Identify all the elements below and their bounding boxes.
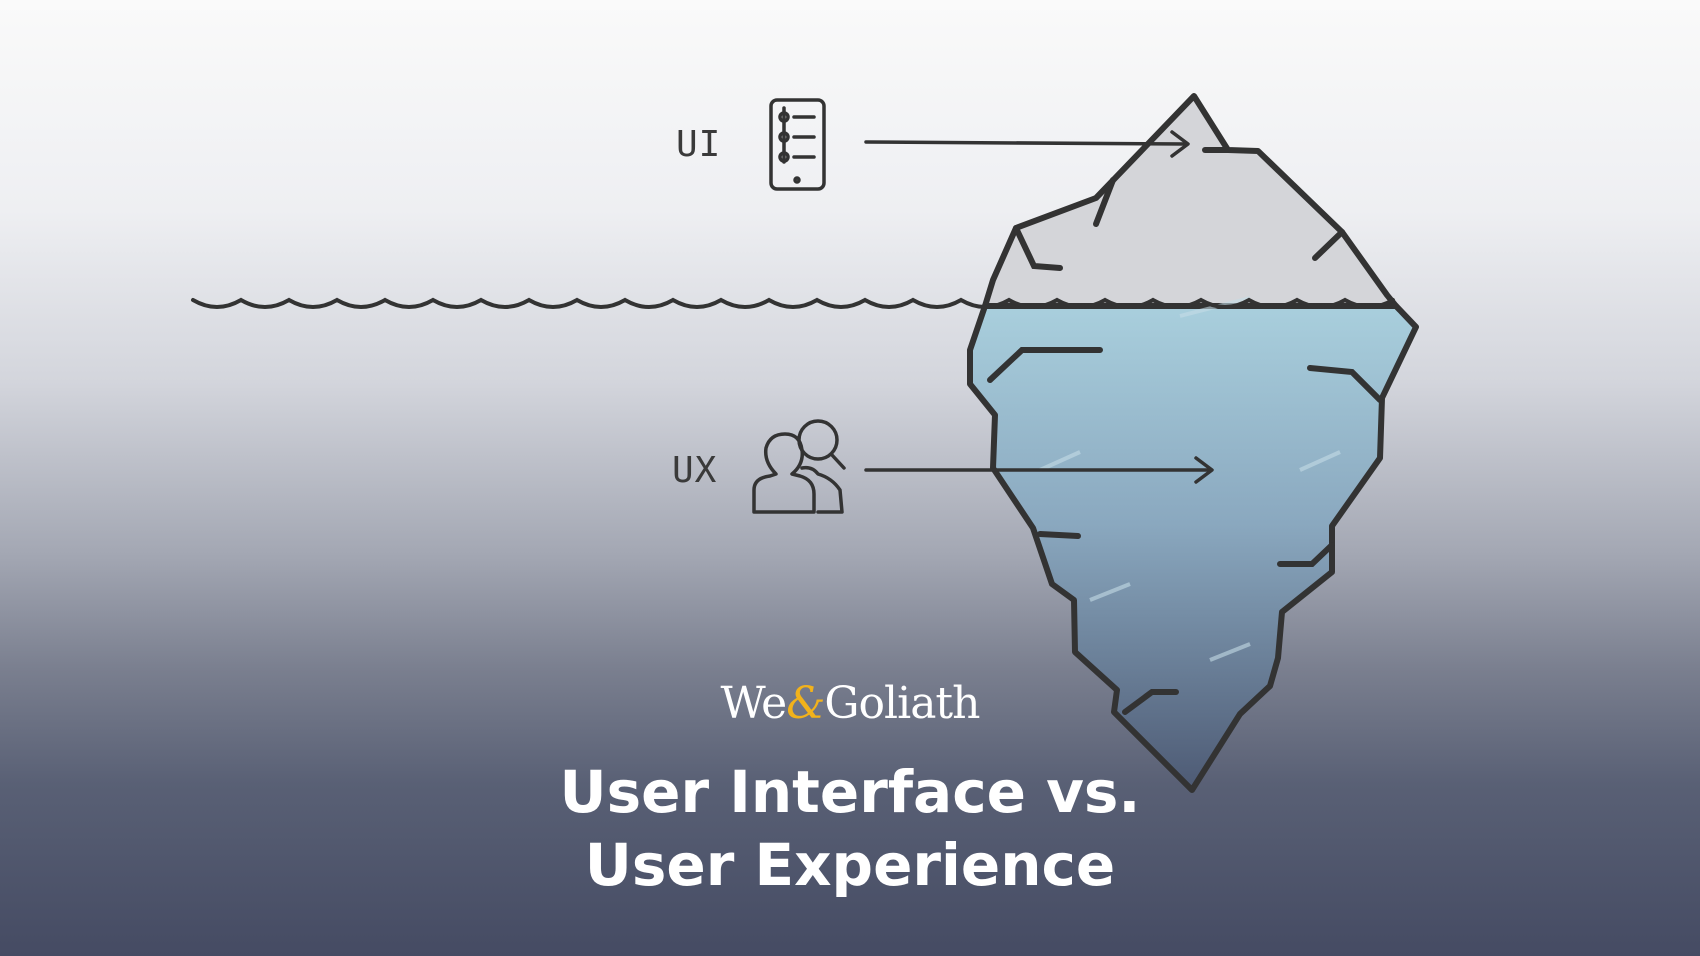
iceberg-top [982,93,1399,309]
ux-arrow [864,456,1214,484]
headline-line-2: User Experience [584,831,1116,899]
users-search-icon [752,419,846,514]
brand-logo-ampersand: & [786,678,825,729]
brand-logo-part1: We [720,678,788,729]
water-line [191,297,1395,309]
headline-line-1: User Interface vs. [559,758,1141,826]
ux-label: UX [672,450,718,491]
smartphone-icon [769,98,826,191]
brand-logo-part2: Goliath [824,678,980,729]
brand-logo: We&Goliath [0,678,1700,729]
ui-arrow [864,130,1190,158]
headline: User Interface vs. User Experience [0,756,1700,902]
ui-label: UI [676,124,722,165]
